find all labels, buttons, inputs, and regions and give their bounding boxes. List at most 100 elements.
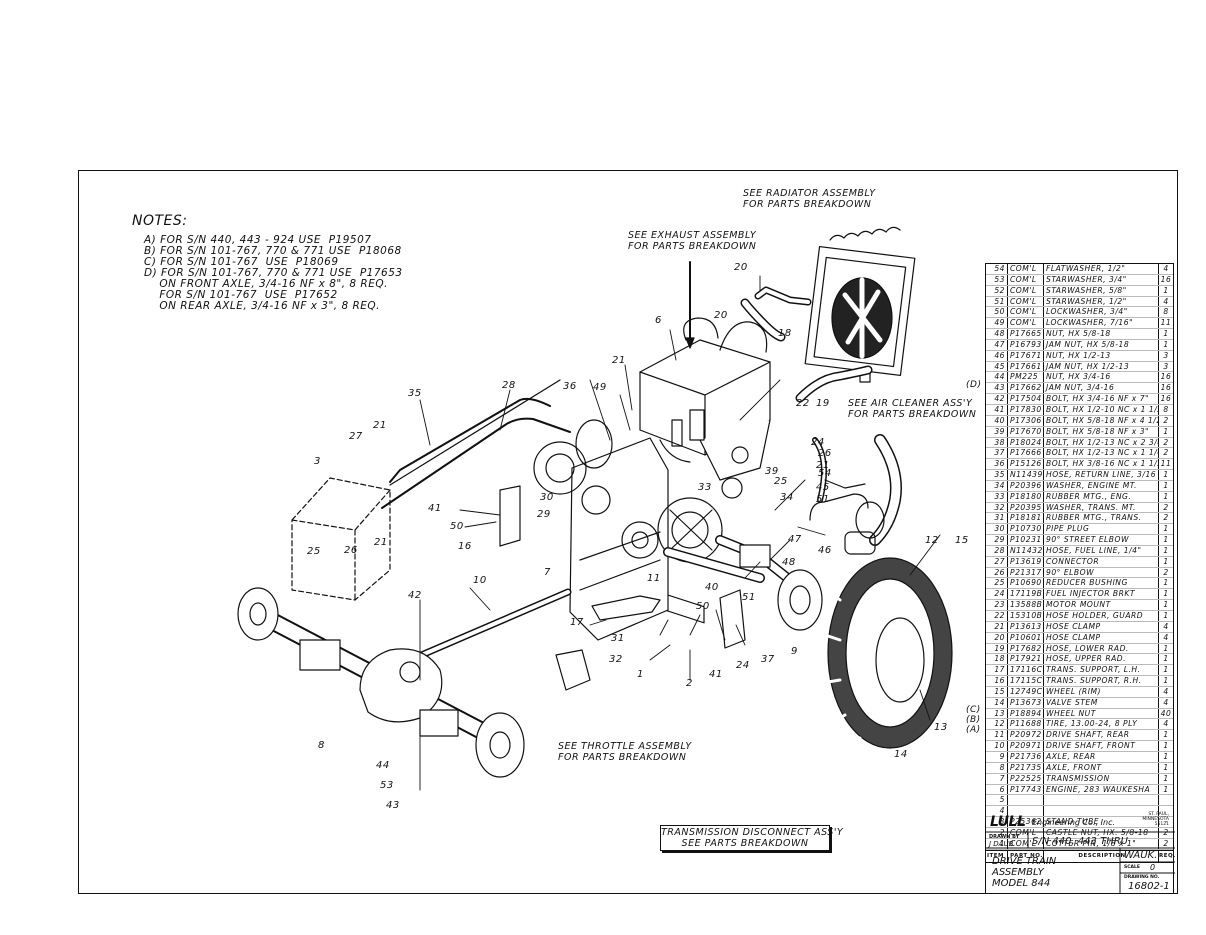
item-number: 15 xyxy=(955,535,969,546)
serial-range: S/N 440, 443 THRU xyxy=(1032,836,1128,847)
part-number-cell: COM'L xyxy=(1008,838,1044,849)
item-number: 50 xyxy=(696,601,710,612)
item-number: 2 xyxy=(686,678,693,689)
item-number: 19 xyxy=(816,398,830,409)
item-number: 12 xyxy=(925,535,939,546)
description-cell: NUT, HX 5/8-18 xyxy=(1044,329,1159,339)
description-cell: JAM NUT, 3/4-16 xyxy=(1044,383,1159,394)
item-number: 11 xyxy=(647,573,661,584)
item-number: 41 xyxy=(428,503,442,514)
description-cell: AXLE, REAR xyxy=(1044,751,1159,762)
description-cell: TRANS. SUPPORT, R.H. xyxy=(1044,676,1159,686)
required-qty-cell: 1 xyxy=(1163,339,1169,349)
engine-code: WAUK. xyxy=(1124,850,1158,861)
part-number-cell: P20396 xyxy=(1008,480,1044,491)
part-number-cell: N11432 xyxy=(1010,545,1044,556)
required-qty-cell xyxy=(1159,795,1173,805)
part-number-cell: P20972 xyxy=(1008,730,1044,741)
note-line: D) FOR S/N 101-767, 770 & 771 USE P17653 xyxy=(144,267,403,279)
part-number-cell: P17666 xyxy=(1008,448,1044,459)
part-number-cell: 17116C xyxy=(1010,665,1044,676)
required-qty-cell: 1 xyxy=(1163,762,1169,772)
required-qty-cell: 16 xyxy=(1160,274,1172,284)
required-qty-cell: 3 xyxy=(1163,350,1169,360)
item-number: 10 xyxy=(473,575,487,586)
item-number-cell: 34 xyxy=(986,480,1008,491)
title-block: LULL Engineering Co., Inc. ST. PAUL, MIN… xyxy=(985,810,1175,894)
required-qty-cell: 16 xyxy=(1160,372,1172,382)
company-name: Engineering Co., Inc. xyxy=(1032,818,1116,827)
item-number-cell: 36 xyxy=(986,459,1008,470)
item-number-cell: 24 xyxy=(986,589,1008,600)
description-cell: BOLT, HX 1/2-13 NC x 2 3/4 xyxy=(1046,437,1159,448)
part-number-cell xyxy=(1008,795,1044,806)
description-cell: BOLT, HX 5/8-18 NF x 3" xyxy=(1044,426,1159,437)
item-number-cell: 53 xyxy=(986,274,1008,285)
item-number-cell: 12 xyxy=(986,719,1008,730)
part-number-cell: P16793 xyxy=(1008,339,1044,350)
part-number-cell: P17665 xyxy=(1008,329,1044,339)
description-cell: BOLT, HX 3/4-16 NF x 7" xyxy=(1044,394,1159,404)
description-cell: HOSE CLAMP xyxy=(1044,621,1159,632)
fuel-tank-drawing xyxy=(291,477,391,601)
title-block-grid xyxy=(986,831,1175,894)
item-number: 13 xyxy=(934,722,948,733)
item-number-cell: 33 xyxy=(986,491,1008,502)
leader-lines xyxy=(419,275,941,791)
item-number-cell: 13 xyxy=(986,708,1008,719)
description-cell: ENGINE, 283 WAUKESHA xyxy=(1044,784,1159,795)
required-qty-cell: 1 xyxy=(1163,730,1169,740)
required-qty-cell: 3 xyxy=(1163,361,1169,371)
item-number: 25 xyxy=(307,546,321,557)
item-number: 37 xyxy=(761,654,775,665)
item-number-cell: 3 xyxy=(986,817,1008,827)
required-qty-cell: - xyxy=(1164,817,1168,827)
parts-list-row: 4 xyxy=(986,806,1173,818)
item-number-cell: 10 xyxy=(986,741,1008,751)
drawing-title: DRIVE TRAIN ASSEMBLY MODEL 844 xyxy=(992,856,1057,889)
item-number: 31 xyxy=(611,633,625,644)
item-number: 21 xyxy=(373,420,387,431)
required-qty-cell: 2 xyxy=(1163,502,1169,512)
item-number: 20 xyxy=(714,310,728,321)
part-number-cell: P21736 xyxy=(1008,751,1044,762)
item-number: 7 xyxy=(544,567,551,578)
item-number: 30 xyxy=(540,492,554,503)
item-number-cell: 1 xyxy=(986,838,1008,849)
item-number-cell: 21 xyxy=(986,621,1008,632)
item-number-cell: 47 xyxy=(986,339,1008,350)
note-line: A) FOR S/N 440, 443 - 924 USE P19507 xyxy=(144,234,372,246)
part-number-cell: P18180 xyxy=(1008,491,1044,502)
item-number-cell: 48 xyxy=(986,329,1008,339)
item-number: 49 xyxy=(593,382,607,393)
note-line: FOR S/N 101-767 USE P17652 xyxy=(144,289,338,301)
item-number: 36 xyxy=(563,381,577,392)
throttle-callout: SEE THROTTLE ASSEMBLY FOR PARTS BREAKDOW… xyxy=(558,741,692,763)
description-header: DESCRIPTION xyxy=(1044,850,1159,862)
description-cell: WASHER, ENGINE MT. xyxy=(1044,480,1159,491)
rear-axle-drawing xyxy=(715,535,823,631)
item-number: 18 xyxy=(778,328,792,339)
required-qty-cell: 1 xyxy=(1163,773,1169,783)
part-number-cell: P25362 xyxy=(1008,817,1044,827)
part-number-cell: N11439 xyxy=(1010,470,1044,480)
item-number: 43 xyxy=(386,800,400,811)
item-number: 47 xyxy=(788,534,802,545)
drawing-number-label: DRAWING NO. xyxy=(1124,875,1160,880)
return-hose xyxy=(389,379,561,486)
item-number: 39 xyxy=(765,466,779,477)
required-qty-cell: 1 xyxy=(1163,784,1169,794)
